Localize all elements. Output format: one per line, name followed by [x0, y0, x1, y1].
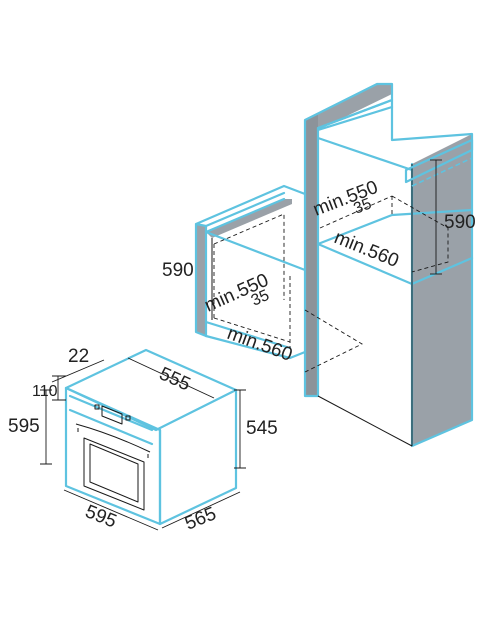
oven-offset-line — [51, 359, 105, 383]
under-cabinet-bottom — [204, 320, 307, 360]
tall-cabinet-cutout — [319, 195, 449, 273]
oven-front-height-label: 595 — [8, 416, 40, 437]
oven-front-height-line — [40, 389, 52, 465]
tall-cabinet-cutout-edge — [411, 157, 473, 187]
tall-cabinet-right-side — [412, 134, 472, 446]
tall-cabinet-min-width-label: min.550 — [310, 177, 381, 221]
under-cabinet-cutout — [213, 213, 363, 373]
oven-top-width-line — [127, 357, 215, 399]
tall-cabinet: 590 min.550 35 min.560 — [303, 82, 476, 448]
tall-cabinet-gap-label: 35 — [351, 195, 374, 217]
oven-panel-height-label: 110 — [32, 383, 58, 400]
oven-offset-label: 22 — [68, 346, 89, 367]
tall-cabinet-left-side — [305, 113, 318, 396]
tall-cabinet-inner — [317, 164, 413, 447]
tall-cabinet-top — [305, 84, 392, 130]
oven-window-inner — [89, 443, 139, 503]
oven-front-width-line — [63, 489, 159, 531]
tall-cabinet-rail — [404, 138, 474, 184]
oven-control-panel — [68, 394, 154, 446]
oven-handle-mounts — [77, 428, 149, 458]
tall-cabinet-shelf-top — [316, 105, 414, 172]
under-cabinet-outline-left — [194, 184, 307, 338]
oven-body-height-label: 545 — [246, 418, 278, 439]
oven-front-face — [64, 386, 162, 526]
oven-depth-line — [161, 491, 241, 529]
under-cabinet-top — [206, 199, 292, 238]
oven-window — [83, 437, 145, 511]
oven-panel-height-line — [52, 375, 66, 401]
under-cabinet-left-side — [196, 224, 206, 336]
oven-display — [101, 405, 123, 425]
under-cabinet-gap-label: 35 — [249, 287, 272, 310]
oven-handle — [75, 423, 151, 453]
oven-body-height-line — [234, 389, 246, 469]
oven-knob-left-icon — [94, 404, 100, 410]
tall-cabinet-height-label: 590 — [444, 212, 476, 233]
under-cabinet-top-shelf — [204, 197, 307, 272]
under-cabinet-height-label: 590 — [162, 260, 194, 281]
under-cabinet-min-depth-label: min.560 — [224, 323, 295, 366]
oven-knob-right-icon — [125, 415, 131, 421]
oven-depth-label: 565 — [182, 503, 219, 534]
oven: 555 22 110 595 545 595 565 — [8, 346, 278, 535]
